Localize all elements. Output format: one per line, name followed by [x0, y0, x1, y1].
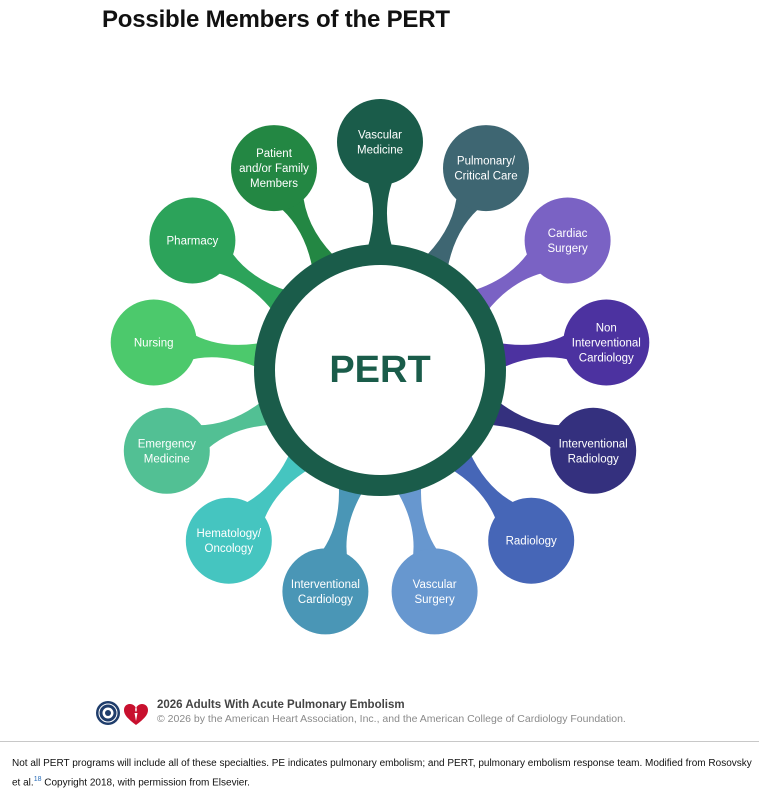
connector-pulmonary-critical-care [424, 190, 484, 270]
member-node-nursing: Nursing [110, 299, 197, 386]
connector-emergency-medicine [192, 400, 273, 454]
aha-heart-torch-icon [124, 704, 148, 725]
member-node-pulmonary-critical-care: Pulmonary/Critical Care [443, 125, 529, 212]
member-circle [391, 548, 478, 635]
connector-cardiac-surgery [471, 246, 549, 313]
footer-title: 2026 Adults With Acute Pulmonary Embolis… [157, 699, 405, 711]
member-circle [337, 99, 423, 185]
hub-center [275, 265, 485, 475]
member-circle [550, 407, 637, 494]
member-circle [231, 125, 317, 212]
member-node-pharmacy: Pharmacy [149, 197, 236, 284]
member-circle [488, 497, 575, 584]
member-circle [563, 299, 650, 386]
connector-vascular-medicine [365, 175, 395, 250]
figure-caption: Not all PERT programs will include all o… [12, 756, 752, 791]
caption-divider [0, 741, 759, 742]
member-label: Nursing [134, 338, 174, 350]
member-label: Pharmacy [167, 236, 219, 248]
page-title: Possible Members of the PERT [102, 6, 450, 33]
acc-seal-icon [96, 701, 120, 725]
footer-logos [96, 701, 148, 725]
member-label: Pulmonary/Critical Care [454, 156, 517, 183]
member-label: Hematology/Oncology [197, 528, 262, 555]
connector-non-interventional-cardiology [497, 331, 576, 369]
connector-interventional-cardiology [318, 483, 364, 563]
member-circle [123, 407, 210, 494]
footer-copyright: © 2026 by the American Heart Association… [157, 713, 626, 725]
member-circle [149, 197, 236, 284]
caption-reference-link[interactable]: 18 [33, 776, 42, 783]
member-circle [185, 497, 272, 584]
connector-radiology [449, 451, 521, 526]
member-label: Radiology [506, 536, 557, 548]
connector-pharmacy [211, 246, 289, 313]
member-circle [443, 125, 529, 212]
connector-interventional-radiology [487, 400, 568, 454]
connector-vascular-surgery [396, 483, 442, 563]
member-node-radiology: Radiology [488, 497, 575, 584]
member-circle [524, 197, 611, 284]
hub-label: PERT [329, 349, 430, 391]
connector-layer [184, 175, 576, 563]
member-node-hematology-oncology: Hematology/Oncology [185, 497, 272, 584]
member-circle [110, 299, 197, 386]
caption-text: Not all PERT programs will include all o… [12, 758, 752, 789]
connector-hematology-oncology [239, 451, 311, 526]
member-circle [282, 548, 369, 635]
caption-text-end: Copyright 2018, with permission from Els… [41, 777, 250, 789]
connector-nursing [184, 331, 263, 369]
connector-patient-and-or-family-members [276, 190, 336, 270]
